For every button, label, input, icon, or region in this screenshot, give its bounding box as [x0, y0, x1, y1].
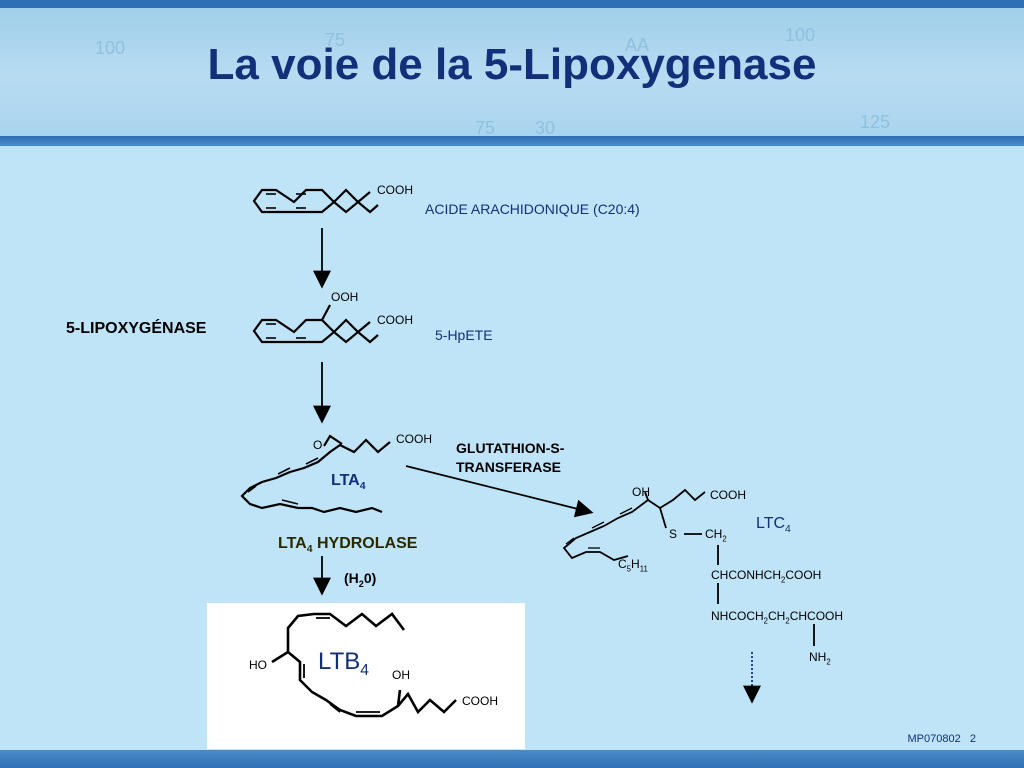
ltb4-label: LTB4	[318, 648, 369, 679]
ltc4-ch2: CH2	[705, 527, 727, 544]
decorative-number: 75	[325, 30, 346, 50]
ltb4-highlight-box	[207, 603, 525, 749]
header-divider	[0, 136, 1024, 146]
ltc4-label: LTC4	[756, 515, 791, 536]
lta4-hydrolase-label: LTA4 HYDROLASE	[278, 535, 418, 556]
decorative-number: 100	[95, 38, 126, 58]
page-title: La voie de la 5-Lipoxygenase	[207, 40, 817, 89]
lta4-cooh: COOH	[396, 432, 432, 446]
ltb4-oh: OH	[392, 668, 410, 682]
lta4-label: LTA4	[331, 472, 366, 493]
gst-enzyme-label-line1: GLUTATHION-S-	[456, 440, 565, 456]
arachidonic-cooh: COOH	[377, 183, 413, 197]
decorative-number: 30	[535, 118, 556, 138]
lipoxygenase-enzyme-label: 5-LIPOXYGÉNASE	[66, 320, 207, 337]
water-label: (H20)	[344, 570, 377, 589]
ltb4-structure	[271, 612, 457, 718]
lta4-oxygen: O	[313, 438, 323, 452]
header-banner: 100 75 100 AA 75 30 125 La voie de la 5-…	[0, 0, 1024, 140]
lta4-structure	[240, 434, 391, 514]
hpete-ooh: OOH	[331, 290, 359, 304]
arachidonic-acid-label: ACIDE ARACHIDONIQUE (C20:4)	[425, 201, 640, 217]
ltc4-oh: OH	[632, 485, 650, 499]
ltc4-c5h11: C5H11	[618, 557, 648, 574]
hpete-structure	[252, 304, 379, 344]
footer-bar	[0, 750, 1024, 768]
ltb4-ho: HO	[249, 658, 267, 672]
ltc4-row1: CHCONHCH2COOH	[711, 568, 822, 585]
ltc4-structure	[562, 488, 815, 646]
arachidonic-acid-structure	[252, 188, 379, 214]
ltc4-nh2: NH2	[809, 650, 831, 667]
reaction-arrows	[313, 228, 761, 704]
ltc4-cooh: COOH	[710, 488, 746, 502]
decorative-number: 125	[860, 112, 891, 132]
hpete-label: 5-HpETE	[435, 327, 493, 343]
arrow-to-ltc4	[405, 465, 594, 518]
decorative-number: 100	[785, 25, 816, 45]
top-stripe	[0, 0, 1024, 8]
gst-enzyme-label-line2: TRANSFERASE	[456, 459, 562, 475]
ltb4-cooh: COOH	[462, 694, 498, 708]
decorative-number: AA	[625, 35, 650, 55]
ltc4-row2: NHCOCH2CH2CHCOOH	[711, 609, 844, 626]
hpete-cooh: COOH	[377, 313, 413, 327]
decorative-number: 75	[475, 118, 496, 138]
ltc4-sulfur: S	[669, 527, 678, 541]
slide-footer: MP070802 2	[907, 733, 976, 745]
